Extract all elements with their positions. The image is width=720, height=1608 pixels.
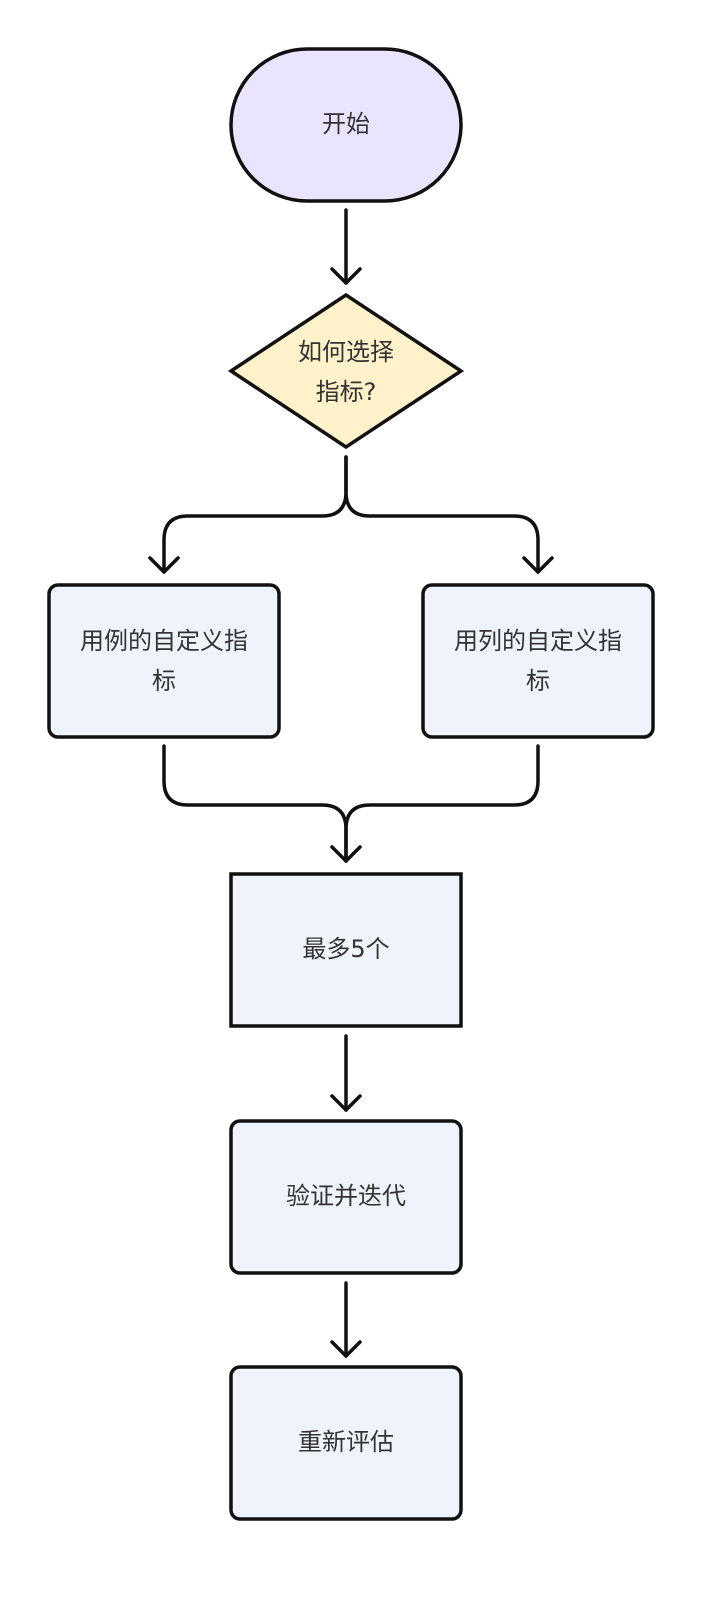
arrowhead-max-box bbox=[330, 845, 362, 863]
reevaluate-shape bbox=[229, 1365, 463, 1521]
max-five-label: 最多5个 bbox=[302, 935, 389, 963]
right-custom-metric-node: 用列的自定义指 标 bbox=[421, 583, 655, 739]
right-custom-metric-label-line2: 标 bbox=[526, 667, 550, 695]
start-node: 开始 bbox=[229, 47, 463, 203]
decision-node: 如何选择 指标? bbox=[227, 292, 465, 450]
max-five-node: 最多5个 bbox=[229, 872, 463, 1028]
left-custom-metric-shape bbox=[47, 583, 281, 739]
reevaluate-label: 重新评估 bbox=[298, 1428, 394, 1456]
arrowhead-left-box bbox=[148, 556, 180, 574]
edge-left-to-max bbox=[162, 744, 348, 863]
reevaluate-node: 重新评估 bbox=[229, 1365, 463, 1521]
arrowhead-validate-box bbox=[330, 1094, 362, 1112]
left-custom-metric-label-line2: 标 bbox=[152, 667, 176, 695]
edge-decision-to-left bbox=[162, 455, 348, 574]
validate-iterate-label: 验证并迭代 bbox=[286, 1182, 406, 1210]
arrowhead-right-box bbox=[522, 556, 554, 574]
edge-right-to-max bbox=[344, 744, 540, 863]
start-shape bbox=[229, 47, 463, 203]
edge-decision-to-right bbox=[344, 455, 540, 574]
left-custom-metric-label-line1: 用例的自定义指 bbox=[80, 627, 248, 655]
validate-iterate-shape bbox=[229, 1119, 463, 1275]
decision-label-line1: 如何选择 bbox=[298, 338, 394, 366]
left-custom-metric-node: 用例的自定义指 标 bbox=[47, 583, 281, 739]
max-five-shape bbox=[229, 872, 463, 1028]
right-custom-metric-shape bbox=[421, 583, 655, 739]
arrowhead-decision bbox=[330, 267, 362, 285]
decision-label-line2: 指标? bbox=[316, 378, 377, 406]
decision-shape bbox=[227, 292, 465, 450]
arrowhead-reevaluate-box bbox=[330, 1340, 362, 1358]
start-label: 开始 bbox=[322, 110, 370, 138]
right-custom-metric-label-line1: 用列的自定义指 bbox=[454, 627, 622, 655]
validate-iterate-node: 验证并迭代 bbox=[229, 1119, 463, 1275]
